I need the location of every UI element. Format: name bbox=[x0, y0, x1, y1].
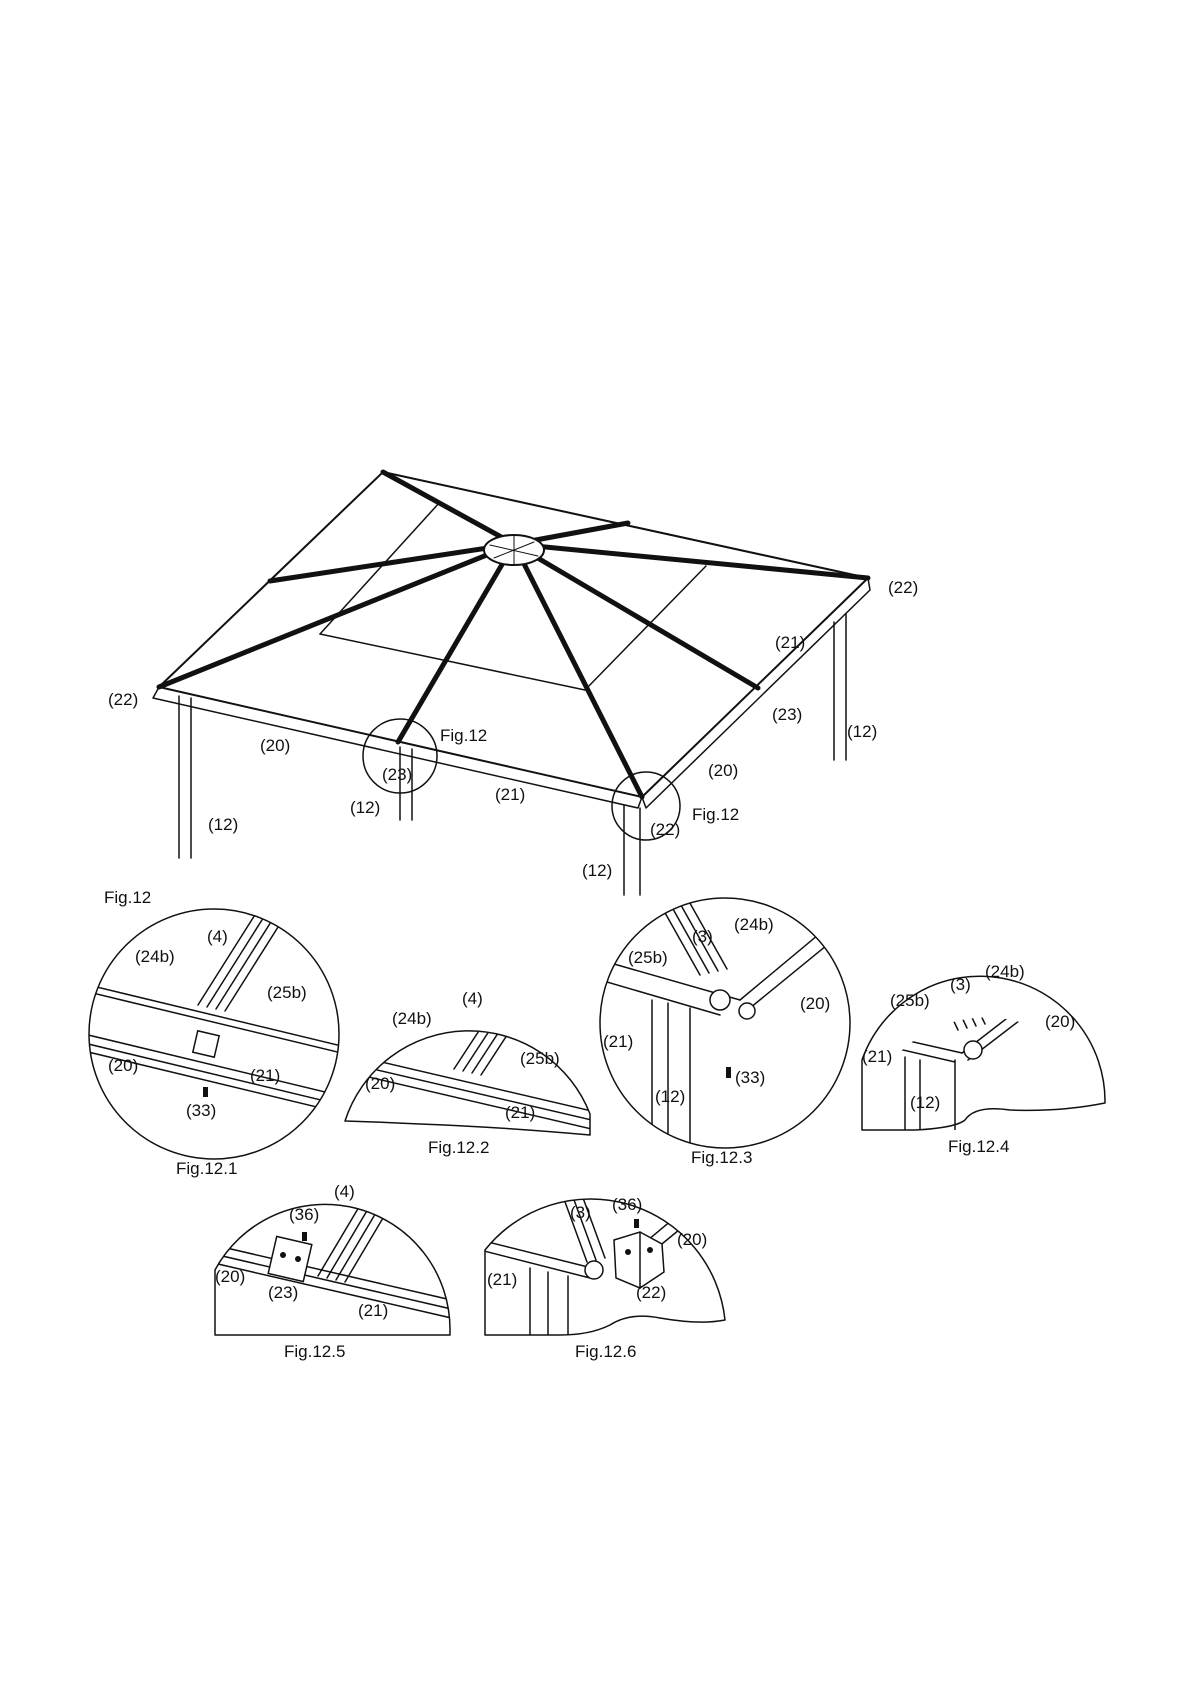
label-22-left: (22) bbox=[108, 690, 138, 709]
figure-caption: Fig.12.5 bbox=[284, 1342, 345, 1361]
detail-circle-corner bbox=[611, 771, 681, 841]
part-label: (20) bbox=[800, 994, 830, 1013]
part-label: (20) bbox=[108, 1056, 138, 1075]
label-21-right: (21) bbox=[775, 633, 805, 652]
detail-fig-12-3: (3) (24b) (25b) (20) (21) (12) (33) Fig.… bbox=[599, 897, 851, 1167]
front-fascia bbox=[152, 686, 643, 809]
part-label: (21) bbox=[358, 1301, 388, 1320]
right-fascia bbox=[641, 577, 871, 809]
label-21-front: (21) bbox=[495, 785, 525, 804]
part-label: (21) bbox=[505, 1103, 535, 1122]
figure-caption: Fig.12.4 bbox=[948, 1137, 1009, 1156]
label-23-right: (23) bbox=[772, 705, 802, 724]
label-20-front: (20) bbox=[708, 761, 738, 780]
part-label: (3) bbox=[950, 975, 971, 994]
part-label: (25b) bbox=[628, 948, 668, 967]
main-labels: (22) (21) (23) (12) (22) (20) (23) Fig.1… bbox=[108, 578, 918, 880]
part-label: (24b) bbox=[734, 915, 774, 934]
detail-fig-12-6: (3) (36) (20) (21) (22) Fig.12.6 bbox=[484, 1195, 726, 1361]
panel-lines bbox=[319, 501, 707, 691]
part-label: (21) bbox=[862, 1047, 892, 1066]
peak-cap bbox=[483, 534, 545, 566]
part-label: (3) bbox=[692, 927, 713, 946]
part-label: (12) bbox=[655, 1087, 685, 1106]
part-label: (23) bbox=[268, 1283, 298, 1302]
part-label: (21) bbox=[250, 1066, 280, 1085]
part-label: (4) bbox=[207, 927, 228, 946]
label-12-mid: (12) bbox=[350, 798, 380, 817]
part-label: (24b) bbox=[985, 962, 1025, 981]
label-12-leftpost: (12) bbox=[208, 815, 238, 834]
label-fig12-corner: Fig.12 bbox=[692, 805, 739, 824]
detail-circle-mid bbox=[362, 718, 438, 794]
part-label: (21) bbox=[603, 1032, 633, 1051]
part-label: (12) bbox=[910, 1093, 940, 1112]
detail-fig-12-1: (4) (24b) (25b) (20) (21) (33) Fig.12.1 bbox=[88, 908, 340, 1178]
part-label: (22) bbox=[636, 1283, 666, 1302]
part-label: (25b) bbox=[267, 983, 307, 1002]
part-label: (36) bbox=[612, 1195, 642, 1214]
figure-caption: Fig.12.6 bbox=[575, 1342, 636, 1361]
details-title: Fig.12 bbox=[104, 888, 151, 907]
figure-caption: Fig.12.3 bbox=[691, 1148, 752, 1167]
label-22-right: (22) bbox=[888, 578, 918, 597]
part-label: (24b) bbox=[392, 1009, 432, 1028]
detail-fig-12-5: (4) (36) (20) (23) (21) Fig.12.5 bbox=[214, 1182, 451, 1361]
figure-caption: Fig.12.1 bbox=[176, 1159, 237, 1178]
label-12-corner: (12) bbox=[582, 861, 612, 880]
label-22-corner: (22) bbox=[650, 820, 680, 839]
label-12-right: (12) bbox=[847, 722, 877, 741]
part-label: (3) bbox=[570, 1203, 591, 1222]
part-label: (21) bbox=[487, 1270, 517, 1289]
detail-fig-12-4: (3) (24b) (25b) (20) (21) (12) Fig.12.4 bbox=[861, 962, 1106, 1156]
part-label: (24b) bbox=[135, 947, 175, 966]
part-label: (25b) bbox=[520, 1049, 560, 1068]
part-label: (20) bbox=[1045, 1012, 1075, 1031]
detail-fig-12-2: (4) (24b) (25b) (20) (21) Fig.12.2 bbox=[344, 989, 591, 1157]
figure-caption: Fig.12.2 bbox=[428, 1138, 489, 1157]
label-23-mid: (23) bbox=[382, 765, 412, 784]
part-label: (25b) bbox=[890, 991, 930, 1010]
part-label: (20) bbox=[677, 1230, 707, 1249]
part-label: (33) bbox=[186, 1101, 216, 1120]
part-label: (4) bbox=[334, 1182, 355, 1201]
label-fig12-mid: Fig.12 bbox=[440, 726, 487, 745]
part-label: (20) bbox=[365, 1074, 395, 1093]
part-label: (20) bbox=[215, 1267, 245, 1286]
part-label: (4) bbox=[462, 989, 483, 1008]
posts bbox=[178, 613, 847, 896]
part-label: (36) bbox=[289, 1205, 319, 1224]
part-label: (33) bbox=[735, 1068, 765, 1087]
label-20-left: (20) bbox=[260, 736, 290, 755]
gazebo-roof-view: (22) (21) (23) (12) (22) (20) (23) Fig.1… bbox=[108, 469, 918, 896]
